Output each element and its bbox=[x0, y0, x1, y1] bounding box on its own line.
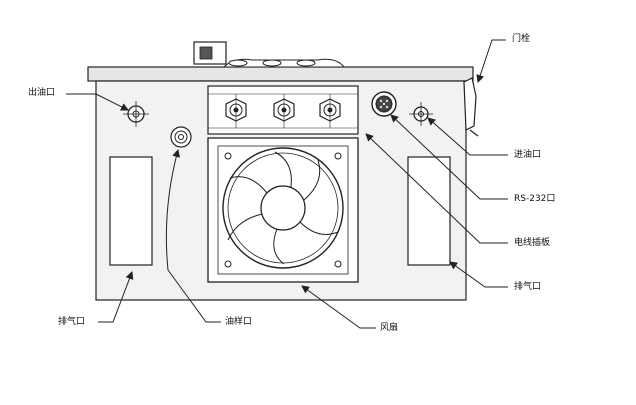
cable-gland-1 bbox=[225, 94, 247, 128]
oil-inlet-fitting bbox=[409, 102, 433, 126]
top-cover bbox=[87, 66, 474, 82]
exhaust-window-right bbox=[407, 156, 451, 266]
label-oil-outlet: 出油口 bbox=[28, 88, 56, 98]
leader-cable-panel bbox=[365, 133, 508, 244]
label-cable-panel: 电线插板 bbox=[514, 238, 551, 248]
rs232-connector bbox=[371, 91, 397, 117]
label-fan: 风扇 bbox=[380, 323, 399, 333]
leader-door-latch bbox=[476, 39, 506, 83]
leader-exhaust-right bbox=[449, 261, 508, 288]
label-oil-sample-port: 油样口 bbox=[225, 317, 253, 327]
door-latch bbox=[463, 77, 479, 137]
leader-lines bbox=[66, 39, 508, 329]
label-door-latch: 门栓 bbox=[512, 34, 531, 44]
label-rs232-port: RS-232口 bbox=[514, 194, 556, 204]
fan-rotor bbox=[222, 147, 344, 269]
cable-gland-2 bbox=[273, 94, 295, 128]
cable-gland-3 bbox=[319, 94, 341, 128]
exhaust-window-left bbox=[109, 156, 153, 266]
leader-exhaust-left bbox=[98, 271, 134, 323]
oil-outlet-fitting bbox=[123, 101, 149, 127]
label-exhaust-left: 排气口 bbox=[58, 317, 86, 327]
leader-oil-outlet bbox=[66, 93, 129, 111]
leader-oil-sample bbox=[165, 149, 221, 323]
leader-rs232 bbox=[390, 114, 508, 200]
label-exhaust-right: 排气口 bbox=[514, 282, 542, 292]
oil-sample-port bbox=[170, 126, 192, 148]
top-handle bbox=[193, 41, 227, 65]
label-oil-inlet: 进油口 bbox=[514, 150, 542, 160]
leader-oil-inlet bbox=[427, 117, 508, 156]
leader-fan bbox=[301, 285, 376, 329]
top-vent bbox=[222, 58, 346, 68]
